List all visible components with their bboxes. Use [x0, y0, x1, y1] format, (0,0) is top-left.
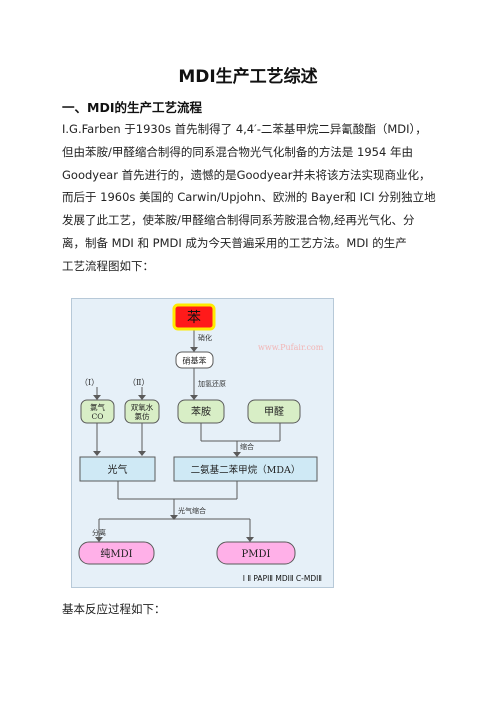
condensation-label: 缩合 — [240, 442, 254, 451]
formaldehyde-label: 甲醛 — [264, 405, 284, 418]
paragraph-line: Goodyear 首先进行的，遗憾的是Goodyear并未将该方法实现商业化， — [62, 167, 431, 182]
nitrobenzene-label: 硝基苯 — [183, 356, 207, 366]
reaction-intro-text: 基本反应过程如下： — [62, 602, 166, 616]
co-label: CO — [92, 412, 104, 421]
phosgenation-label: 光气缩合 — [178, 506, 206, 515]
hydrogenation-label: 加氢还原 — [198, 379, 226, 388]
peroxide-chloroform-node: 双氧水 氯仿 — [124, 399, 160, 424]
flowchart-svg: 苯 硝化 www.Pufair.com 硝基苯 （Ⅰ） （Ⅱ） 加氢还原 氯气 … — [78, 303, 324, 583]
chloroform-label: 氯仿 — [135, 411, 150, 421]
chlorine-label: 氯气 — [90, 402, 105, 412]
nitrobenzene-node: 硝基苯 — [175, 351, 214, 369]
nitration-label: 硝化 — [198, 333, 212, 342]
separation-label: 分离 — [92, 528, 106, 537]
pmdi-label: PMDI — [242, 549, 271, 560]
formaldehyde-node: 甲醛 — [247, 399, 301, 424]
paragraph-line: I.G.Farben 于1930s 首先制得了 4,4′-二苯基甲烷二异氰酸酯（… — [62, 122, 427, 136]
chlorine-co-node: 氯气 CO — [80, 399, 115, 424]
pmdi-node: PMDI — [216, 541, 296, 565]
paragraph-line: 而后于 1960s 美国的 Carwin/Upjohn、欧洲的 Bayer和 I… — [62, 190, 436, 205]
mda-label: 二氨基二苯甲烷（MDA） — [191, 464, 301, 476]
aniline-label: 苯胺 — [191, 405, 211, 418]
peroxide-label: 双氧水 — [131, 402, 154, 412]
route-1-label: （Ⅰ） — [80, 378, 99, 387]
pure-mdi-node: 纯MDI — [78, 541, 155, 565]
flowchart-footer: Ⅰ Ⅱ PAPIⅡ MDIⅡ C-MDIⅡ — [243, 574, 322, 583]
paragraph-line: 但由苯胺/甲醛缩合制得的同系混合物光气化制备的方法是 1954 年由 — [62, 144, 413, 159]
phosgene-node: 光气 — [79, 456, 156, 482]
paragraph-line: 离，制备 MDI 和 PMDI 成为今天普遍采用的工艺方法。MDI 的生产 — [62, 235, 407, 250]
aniline-node: 苯胺 — [177, 399, 225, 424]
route-2-label: （Ⅱ） — [128, 378, 149, 387]
arrow-heads — [93, 347, 254, 542]
benzene-node: 苯 — [172, 303, 216, 331]
benzene-label: 苯 — [187, 309, 201, 326]
intro-paragraph: I.G.Farben 于1930s 首先制得了 4,4′-二苯基甲烷二异氰酸酯（… — [62, 118, 438, 278]
mdi-process-flowchart: 苯 硝化 www.Pufair.com 硝基苯 （Ⅰ） （Ⅱ） 加氢还原 氯气 … — [71, 298, 334, 588]
watermark-text: www.Pufair.com — [258, 343, 324, 352]
paragraph-line: 工艺流程图如下： — [62, 258, 154, 273]
mda-node: 二氨基二苯甲烷（MDA） — [173, 456, 318, 482]
paragraph-line: 发展了此工艺，使苯胺/甲醛缩合制得同系芳胺混合物,经再光气化、分 — [62, 213, 415, 228]
pure-mdi-label: 纯MDI — [100, 547, 132, 560]
page-title: MDI生产工艺综述 — [178, 67, 318, 87]
section-heading: 一、MDI的生产工艺流程 — [62, 100, 202, 115]
phosgene-label: 光气 — [108, 463, 128, 476]
